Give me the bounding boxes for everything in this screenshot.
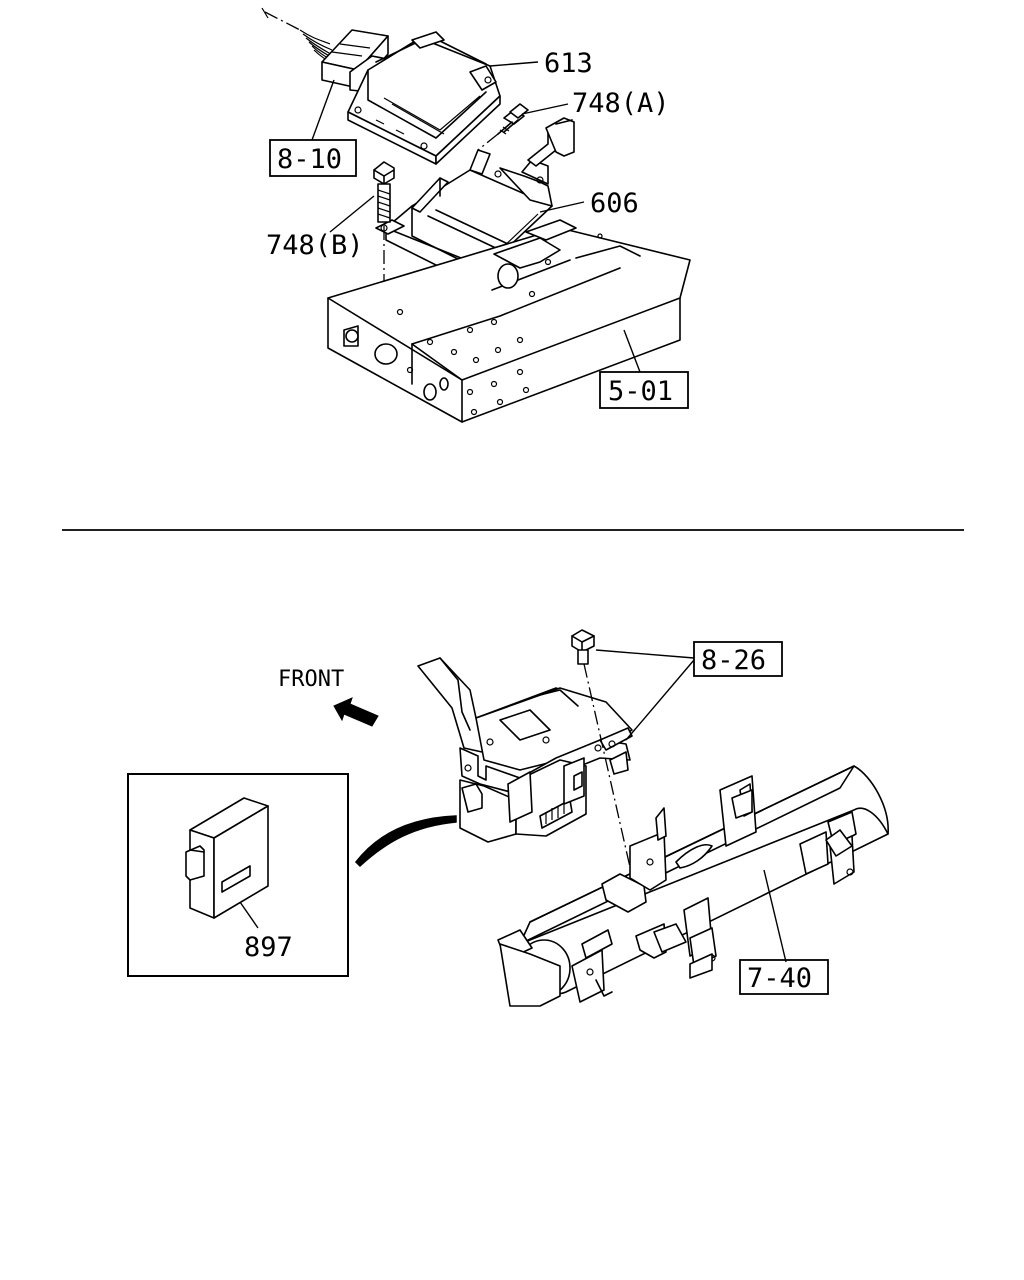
ref-cross-member-7-40[interactable]: 7-40 [747,963,812,994]
ecu-613 [347,31,501,165]
ref-harness-8-10[interactable]: 8-10 [277,144,342,175]
ref-bolt-8-26[interactable]: 8-26 [701,645,766,676]
label-bolt-748a: 748(A) [572,88,670,119]
module-callout-box [127,773,349,977]
module-897 [185,797,269,929]
bolt-748a [497,103,529,135]
bolt-748b [373,161,395,223]
front-arrow-icon [333,697,379,727]
label-bracket-606: 606 [590,188,639,219]
top-leaders [311,61,641,373]
bottom-leaders [595,649,787,963]
bolt-axis [583,663,633,877]
module-bracket [417,657,633,795]
ref-frame-5-01[interactable]: 5-01 [608,376,673,407]
ref-box-5-01 [599,371,689,409]
ref-box-7-40 [739,959,829,995]
harness-wires [261,7,341,69]
bolt-748a-axis [477,133,499,151]
callout-arrow-icon [355,815,457,868]
top-assembly: 613 748(A) 606 748(B) 8-10 5-01 [261,7,691,423]
bolt-8-26 [571,629,595,665]
label-bolt-748b: 748(B) [266,230,364,261]
front-direction-label: FRONT [278,667,344,692]
label-module-897: 897 [244,932,293,963]
ref-box-8-10 [269,139,357,177]
module-housing [459,757,587,843]
cross-member [497,765,889,1007]
ref-box-8-26 [693,641,783,677]
label-ecu-613: 613 [544,48,593,79]
chassis-frame [327,219,691,423]
bottom-assembly: FRONT 897 [127,629,889,1007]
